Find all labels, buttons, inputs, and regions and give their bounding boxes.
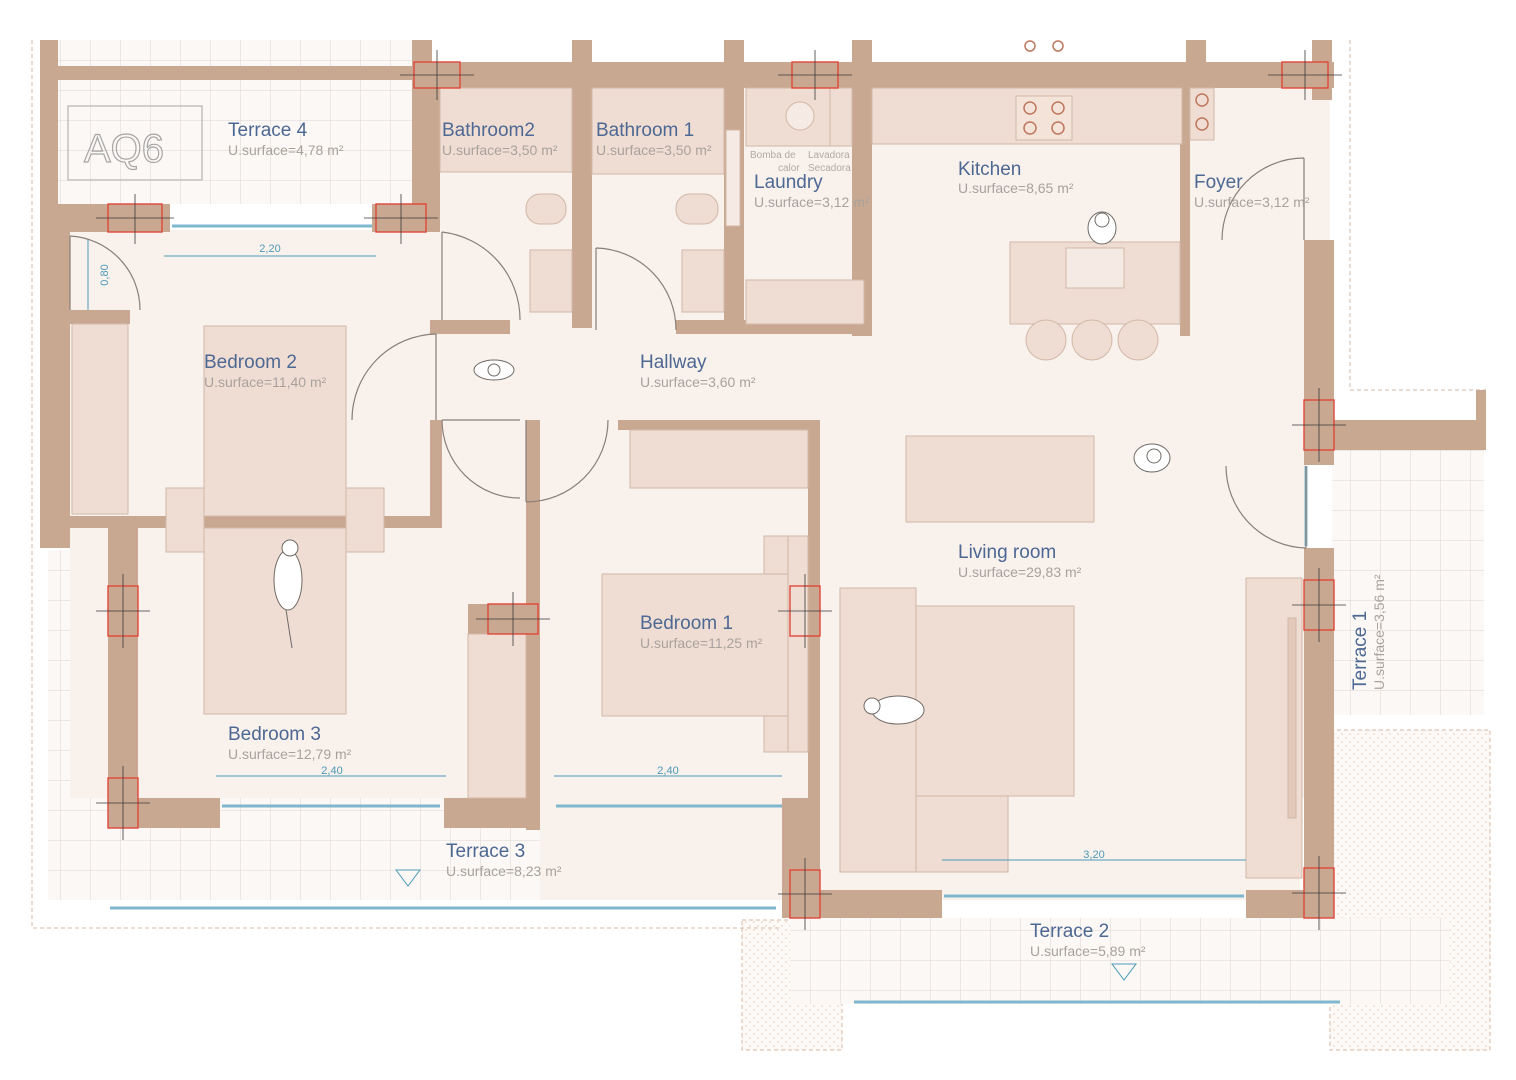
- room-name-bedroom3: Bedroom 3: [228, 724, 321, 745]
- bedroom1-headboard: [787, 535, 809, 753]
- room-area-bathroom1: U.surface=3,50 m²: [596, 142, 712, 158]
- room-name-living: Living room: [958, 542, 1056, 563]
- room-name-bedroom1: Bedroom 1: [640, 613, 733, 634]
- person-icon: [1087, 211, 1117, 245]
- stool-1: [1025, 319, 1067, 361]
- bedroom2-wardrobe: [71, 323, 129, 515]
- dim-bedroom1: 2,40: [657, 765, 678, 777]
- room-area-terrace3: U.surface=8,23 m²: [446, 863, 562, 879]
- room-name-bedroom2: Bedroom 2: [204, 352, 297, 373]
- room-area-living: U.surface=29,83 m²: [958, 564, 1082, 580]
- room-name-hallway: Hallway: [640, 352, 707, 373]
- dimension-labels: 2,20 0,80 2,40 2,40 3,20: [99, 243, 1105, 861]
- room-area-bathroom2: U.surface=3,50 m²: [442, 142, 558, 158]
- doors: [69, 157, 1307, 549]
- laundry-heat-pump-tank: [785, 101, 815, 131]
- bedroom3-wardrobe: [467, 633, 527, 799]
- bedroom1-wardrobe: [629, 429, 809, 489]
- bathroom2-toilet: [525, 193, 567, 225]
- bathroom1-radiator: [725, 129, 741, 227]
- bathroom1-sink: [681, 249, 725, 313]
- room-labels: Terrace 4 U.surface=4,78 m² Bathroom2 U.…: [204, 120, 1387, 959]
- bedroom1-nightstand-bottom: [763, 715, 789, 753]
- person-icon: [1133, 443, 1171, 473]
- bathroom1-toilet: [675, 193, 719, 225]
- room-name-bathroom2: Bathroom2: [442, 120, 535, 141]
- room-name-laundry: Laundry: [754, 172, 823, 193]
- room-name-bathroom1: Bathroom 1: [596, 120, 694, 141]
- dim-terrace4: 2,20: [259, 243, 280, 255]
- terrace1-floor: [1332, 450, 1484, 715]
- room-area-laundry: U.surface=3,12 m²: [754, 194, 870, 210]
- person-icon: [273, 539, 303, 649]
- foyer-cabinet: [1189, 87, 1215, 141]
- stool-3: [1117, 319, 1159, 361]
- room-name-terrace4: Terrace 4: [228, 120, 308, 141]
- room-area-bedroom1: U.surface=11,25 m²: [640, 635, 763, 651]
- bathroom2-sink: [529, 249, 573, 313]
- laundry-counter: [745, 279, 865, 325]
- logo: AQ6: [67, 105, 203, 181]
- people-figures: [273, 211, 1171, 725]
- heat-pump-label-2: calor: [778, 163, 800, 174]
- room-area-bedroom2: U.surface=11,40 m²: [204, 374, 327, 390]
- cooktop-1: [1015, 95, 1073, 141]
- room-area-terrace1: U.surface=3,56 m²: [1371, 574, 1387, 690]
- room-area-hallway: U.surface=3,60 m²: [640, 374, 756, 390]
- room-name-terrace1: Terrace 1: [1350, 611, 1371, 690]
- terrace4-floor: [58, 80, 412, 204]
- bedroom2-nightstand-left: [165, 487, 205, 553]
- bedroom3-bed: [203, 527, 347, 715]
- cooktop-burners: [1023, 40, 1209, 135]
- bedroom2-nightstand-right: [345, 487, 385, 553]
- room-area-terrace2: U.surface=5,89 m²: [1030, 943, 1146, 959]
- room-area-kitchen: U.surface=8,65 m²: [958, 180, 1074, 196]
- bedroom2-bed: [203, 325, 347, 517]
- dim-bedroom2-side: 0,80: [99, 264, 111, 285]
- top-strip: [58, 40, 412, 66]
- heat-pump-label-1: Bomba de: [750, 150, 796, 161]
- room-area-terrace4: U.surface=4,78 m²: [228, 142, 344, 158]
- level-markers: [395, 869, 1137, 981]
- washer-label-1: Lavadora: [808, 150, 850, 161]
- bedroom1-nightstand-top: [763, 535, 789, 575]
- living-sofa: [915, 605, 1075, 797]
- bathroom1-shower: [591, 87, 725, 175]
- washer-label-2: Secadora: [808, 163, 851, 174]
- dimension-lines: [87, 240, 1246, 861]
- kitchen-sink: [1065, 247, 1125, 289]
- room-name-foyer: Foyer: [1194, 172, 1243, 193]
- stool-2: [1071, 319, 1113, 361]
- person-icon: [473, 359, 515, 381]
- tv-screen: [1287, 617, 1297, 819]
- furniture: [71, 87, 1303, 879]
- terrace2-floor: [790, 918, 1450, 1004]
- logo-text: AQ6: [84, 127, 164, 171]
- room-name-kitchen: Kitchen: [958, 159, 1021, 180]
- room-area-foyer: U.surface=3,12 m²: [1194, 194, 1310, 210]
- room-area-bedroom3: U.surface=12,79 m²: [228, 746, 352, 762]
- living-ottoman: [915, 795, 1009, 873]
- person-icon: [863, 695, 925, 725]
- living-sofa-back: [839, 587, 917, 873]
- dim-living: 3,20: [1083, 849, 1104, 861]
- room-name-terrace2: Terrace 2: [1030, 921, 1109, 942]
- dim-bedroom3: 2,40: [321, 765, 342, 777]
- room-name-terrace3: Terrace 3: [446, 841, 525, 862]
- column-crosshairs: [96, 50, 1346, 930]
- living-table: [905, 435, 1095, 523]
- bathroom2-shower: [439, 87, 573, 173]
- laundry-washer: [829, 87, 853, 147]
